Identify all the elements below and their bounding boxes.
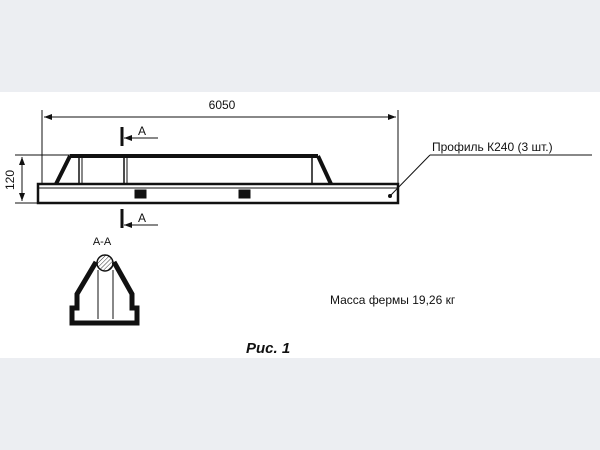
profile-leader xyxy=(388,154,592,198)
figure-caption: Рис. 1 xyxy=(246,340,290,357)
height-dim-label: 120 xyxy=(3,170,17,190)
truss xyxy=(36,154,400,205)
section-title: A-A xyxy=(93,236,112,248)
section-mark-top: A xyxy=(138,124,146,138)
mass-note: Масса фермы 19,26 кг xyxy=(330,293,456,307)
profile-callout: Профиль К240 (3 шт.) xyxy=(432,140,553,154)
length-dim-label: 6050 xyxy=(209,98,236,112)
section-a-a xyxy=(69,254,140,326)
length-dimension xyxy=(41,110,399,185)
drawing-sheet xyxy=(0,92,600,358)
section-cut-marks xyxy=(120,127,158,228)
section-mark-bottom: A xyxy=(138,211,146,225)
